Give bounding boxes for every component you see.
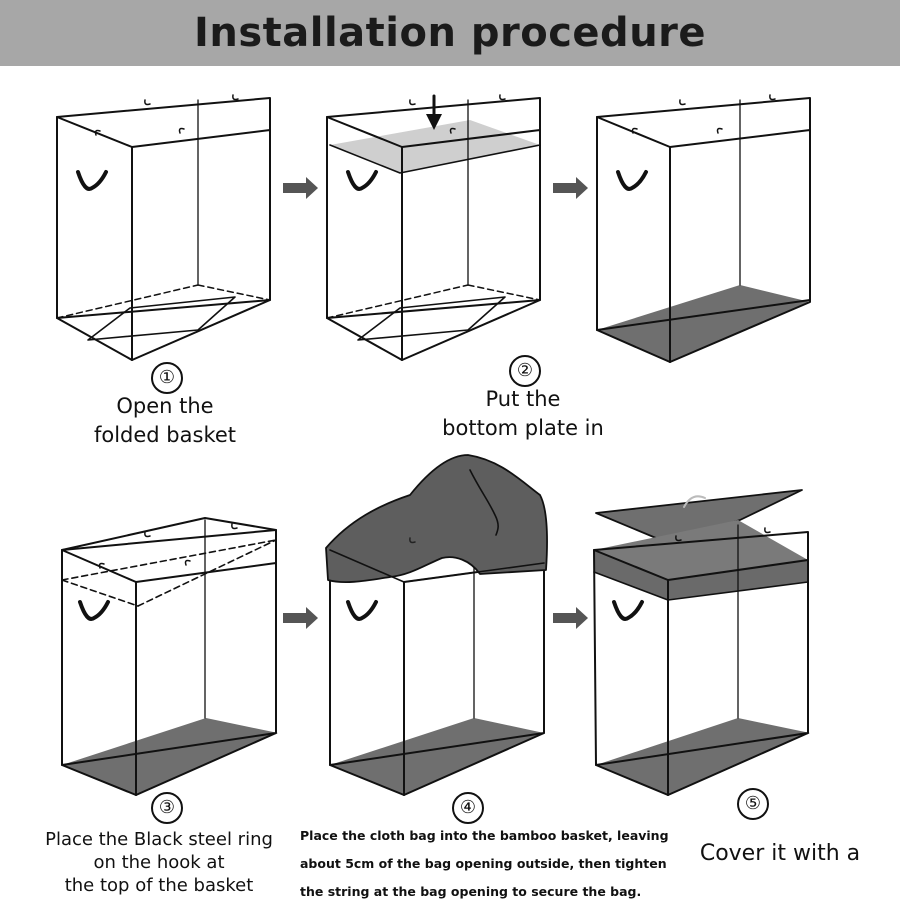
step-1-number: ① — [151, 362, 183, 394]
arrow-down-icon — [426, 114, 442, 130]
arrow-right-icon — [283, 607, 318, 629]
cover-lid — [595, 489, 803, 544]
arrow-right-icon — [553, 177, 588, 199]
handle-ring-icon — [612, 600, 644, 621]
basket-1-open — [56, 94, 271, 361]
step-4-caption: Place the cloth bag into the bamboo bask… — [300, 828, 669, 899]
arrow-right-icon — [283, 177, 318, 199]
basket-4-ring — [61, 517, 278, 796]
basket-5-bag — [325, 454, 549, 796]
handle-ring-icon — [616, 170, 648, 191]
step-3-number: ③ — [151, 792, 183, 824]
bottom-plate — [597, 285, 810, 362]
handle-ring-icon — [76, 170, 108, 191]
bottom-plate — [330, 120, 540, 173]
bottom-plate — [330, 718, 544, 795]
basket-6-cover — [593, 489, 810, 796]
step-5-caption: Cover it with a — [699, 841, 861, 866]
step-1-caption: Open the folded basket — [93, 394, 237, 447]
lid-handle-icon — [683, 495, 706, 508]
bottom-plate — [62, 718, 278, 795]
handle-ring-icon — [78, 600, 110, 621]
cloth-bag — [325, 454, 549, 583]
basket-2-plate — [326, 94, 541, 361]
basket-3-assembled — [596, 94, 811, 363]
step-5-number: ⑤ — [737, 788, 769, 820]
handle-ring-icon — [346, 170, 378, 191]
header-banner: Installation procedure — [0, 0, 900, 66]
step-2-number: ② — [509, 355, 541, 387]
bottom-plate — [596, 718, 810, 795]
handle-ring-icon — [346, 600, 378, 621]
arrow-right-icon — [553, 607, 588, 629]
step-3-caption: Place the Black steel ring on the hook a… — [45, 829, 273, 896]
page-title: Installation procedure — [193, 10, 707, 56]
step-2-caption: Put the bottom plate in — [442, 387, 604, 440]
step-4-number: ④ — [452, 792, 484, 824]
